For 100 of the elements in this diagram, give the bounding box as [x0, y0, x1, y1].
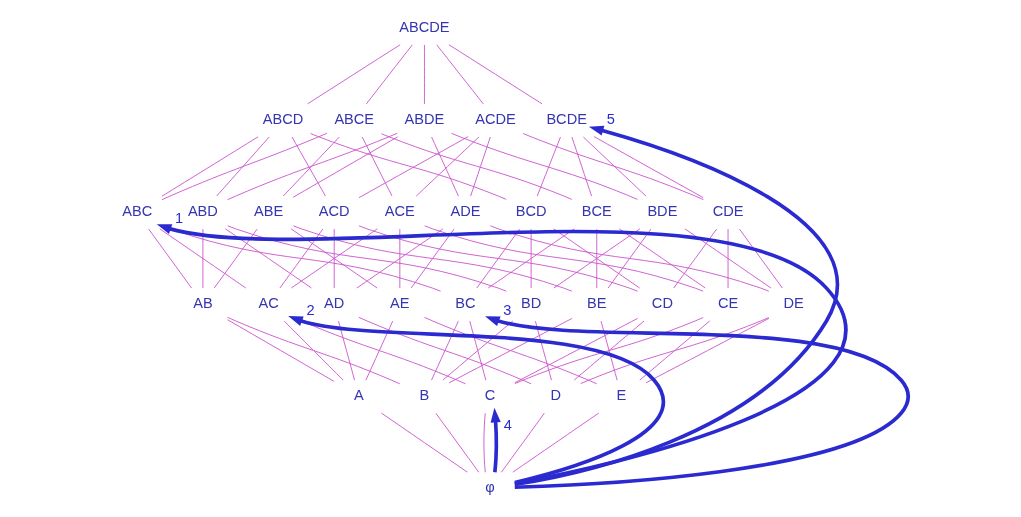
- connector: [489, 225, 770, 292]
- connector: [500, 412, 545, 473]
- connector: [451, 132, 638, 200]
- connector: [292, 136, 399, 198]
- node-text: BCD: [515, 202, 547, 219]
- node-text: AC: [258, 295, 279, 311]
- node-text: ACDE: [475, 110, 516, 127]
- node-text: BCDE: [546, 110, 587, 127]
- connector: [365, 320, 394, 381]
- connector: [487, 228, 575, 289]
- edge-label: 3: [503, 302, 512, 319]
- node-text: BDE: [647, 202, 678, 219]
- connector: [361, 136, 393, 197]
- connector: [227, 225, 507, 292]
- connector: [580, 317, 770, 385]
- arrow: [490, 407, 501, 473]
- edge-label: 2: [306, 302, 315, 319]
- connector: [431, 320, 459, 381]
- connector: [431, 136, 459, 197]
- connector: [380, 133, 573, 200]
- connector: [684, 228, 772, 289]
- arrow: [514, 125, 839, 487]
- node-text: DE: [783, 295, 804, 311]
- node-text: ABCE: [334, 110, 375, 127]
- node-text: BC: [455, 295, 476, 311]
- connector: [358, 136, 469, 199]
- arrow: [156, 224, 847, 486]
- node-text: φ: [485, 479, 495, 496]
- connector: [514, 317, 704, 385]
- connector: [291, 136, 326, 197]
- connector: [522, 133, 704, 201]
- connector: [148, 228, 193, 289]
- connector: [469, 320, 487, 381]
- connector: [356, 228, 444, 289]
- connector: [415, 136, 480, 197]
- connector: [225, 228, 312, 289]
- connector: [639, 320, 711, 381]
- connector: [216, 136, 270, 197]
- arrow: [288, 316, 665, 485]
- connector: [571, 136, 593, 197]
- node-text: CD: [651, 295, 673, 311]
- connector: [292, 225, 573, 292]
- connector: [410, 228, 455, 289]
- connector: [202, 228, 204, 289]
- connector: [739, 228, 783, 289]
- connector: [227, 319, 335, 382]
- node-text: AB: [193, 295, 213, 311]
- node-text: D: [550, 387, 561, 404]
- connector: [365, 44, 413, 105]
- edge-label: 1: [174, 210, 184, 227]
- arrow: [485, 316, 910, 490]
- node-text: A: [353, 387, 364, 404]
- connector: [483, 412, 486, 473]
- connector: [161, 132, 328, 201]
- connector: [283, 320, 344, 381]
- node-text: BCE: [581, 202, 612, 219]
- connector: [213, 228, 258, 289]
- connector: [358, 316, 532, 385]
- connector: [161, 225, 442, 292]
- connector: [534, 320, 552, 381]
- connector: [470, 136, 491, 197]
- connector: [442, 320, 514, 381]
- connector: [399, 228, 401, 289]
- connector: [514, 317, 639, 384]
- connector: [530, 228, 532, 289]
- connector: [424, 225, 704, 292]
- connector: [227, 132, 398, 201]
- connector: [600, 320, 618, 381]
- node-text: AD: [324, 295, 345, 311]
- connector: [227, 316, 401, 385]
- connector: [159, 228, 247, 289]
- connector: [282, 136, 340, 197]
- connector: [618, 228, 706, 289]
- connector: [436, 44, 484, 105]
- node-text: ADE: [450, 202, 481, 219]
- connector: [448, 44, 543, 105]
- node-text: BD: [520, 295, 542, 311]
- node-text: ACE: [384, 202, 415, 219]
- connector: [645, 317, 770, 384]
- connector: [290, 228, 378, 289]
- connector: [607, 228, 652, 289]
- node-text: ABC: [122, 202, 153, 219]
- node-text: ABCD: [262, 110, 304, 127]
- connector: [161, 136, 259, 197]
- node-text: ABD: [187, 202, 218, 219]
- connector: [593, 136, 704, 199]
- connector: [553, 228, 641, 289]
- connector: [673, 228, 718, 289]
- node-text: ABE: [253, 202, 284, 219]
- node-text: C: [484, 387, 496, 404]
- edge-label: 4: [503, 416, 512, 433]
- connector: [380, 412, 468, 473]
- node-text: B: [419, 387, 430, 404]
- node-text: AE: [390, 295, 410, 311]
- connector: [424, 44, 425, 105]
- node-text: ABCDE: [399, 18, 450, 35]
- connector: [333, 228, 335, 289]
- node-text: CE: [717, 295, 739, 311]
- connector: [536, 136, 561, 197]
- node-text: BE: [587, 295, 607, 311]
